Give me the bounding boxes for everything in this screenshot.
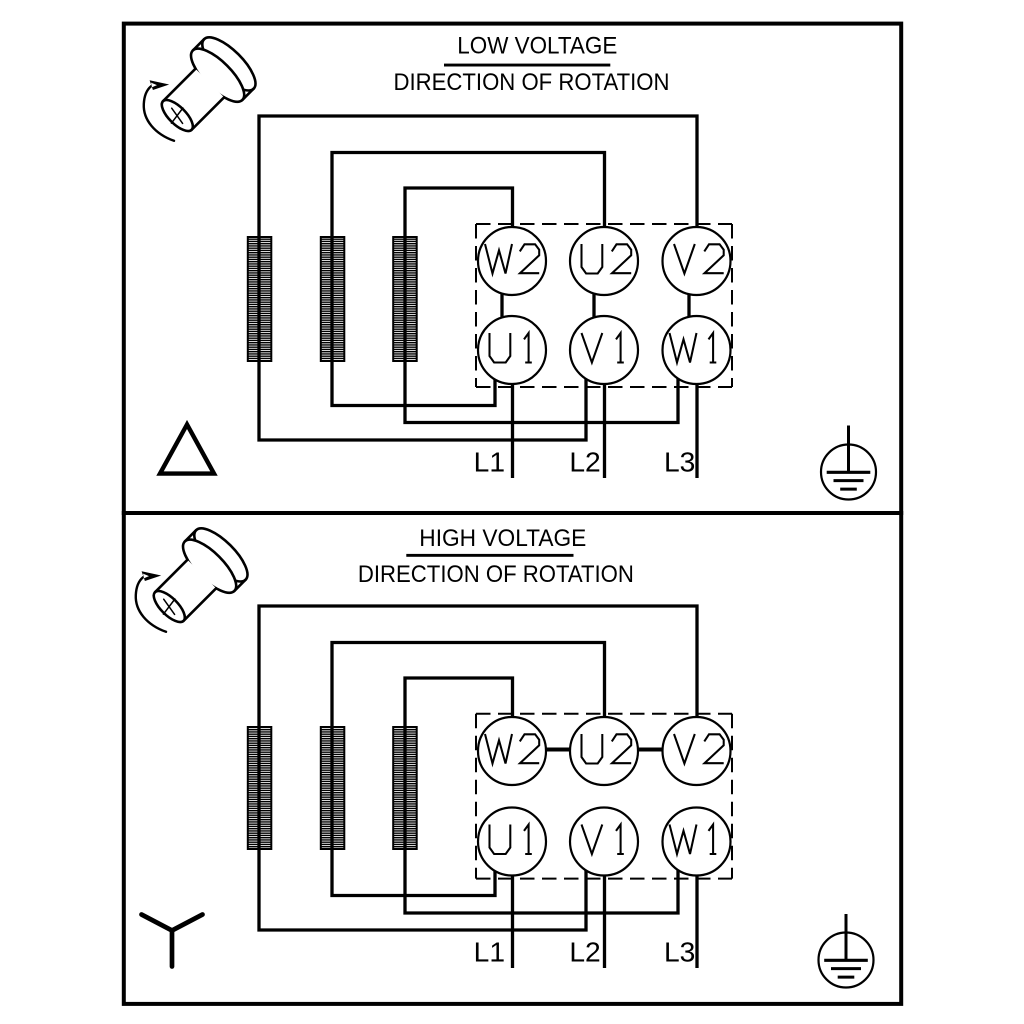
svg-text:L2: L2 — [569, 446, 600, 478]
svg-text:DIRECTION OF ROTATION: DIRECTION OF ROTATION — [394, 69, 670, 96]
svg-text:HIGH VOLTAGE: HIGH VOLTAGE — [419, 525, 586, 552]
svg-text:L1: L1 — [474, 446, 505, 478]
svg-text:L3: L3 — [664, 446, 695, 478]
svg-text:L1: L1 — [474, 936, 505, 968]
svg-text:DIRECTION OF ROTATION: DIRECTION OF ROTATION — [358, 561, 634, 588]
svg-text:LOW VOLTAGE: LOW VOLTAGE — [457, 33, 617, 60]
svg-text:L3: L3 — [664, 936, 695, 968]
svg-text:L2: L2 — [569, 936, 600, 968]
